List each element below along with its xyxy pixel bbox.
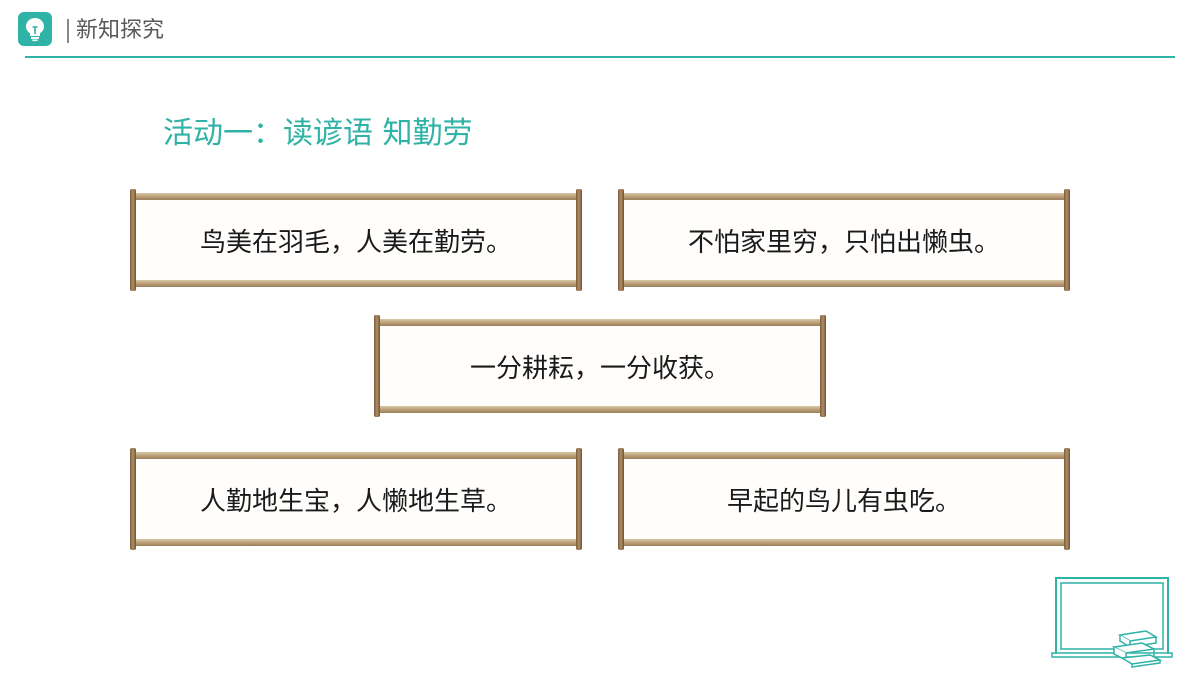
scroll-rod-icon xyxy=(576,189,582,291)
proverb-text: 鸟美在羽毛，人美在勤劳。 xyxy=(199,227,512,258)
proverb-text: 人勤地生宝，人懒地生草。 xyxy=(199,486,512,517)
proverb-scroll-5: 早起的鸟儿有虫吃。 xyxy=(618,448,1070,550)
proverb-text: 一分耕耘，一分收获。 xyxy=(469,353,730,384)
header-divider xyxy=(67,19,69,43)
scroll-rod-icon xyxy=(130,448,136,550)
proverb-scroll-4: 人勤地生宝，人懒地生草。 xyxy=(130,448,582,550)
scroll-rod-icon xyxy=(618,448,624,550)
lightbulb-icon xyxy=(18,12,52,46)
scroll-rod-icon xyxy=(130,189,136,291)
scroll-rod-icon xyxy=(820,315,826,417)
blackboard-with-books-icon xyxy=(1050,575,1174,669)
proverb-scroll-3: 一分耕耘，一分收获。 xyxy=(374,315,826,417)
scroll-rod-icon xyxy=(374,315,380,417)
scroll-rod-icon xyxy=(1064,448,1070,550)
proverb-scroll-2: 不怕家里穷，只怕出懒虫。 xyxy=(618,189,1070,291)
proverb-text: 早起的鸟儿有虫吃。 xyxy=(726,486,961,517)
proverb-scroll-1: 鸟美在羽毛，人美在勤劳。 xyxy=(130,189,582,291)
header-rule xyxy=(25,56,1175,58)
scroll-rod-icon xyxy=(618,189,624,291)
activity-title: 活动一：读谚语 知勤劳 xyxy=(163,116,473,151)
scroll-rod-icon xyxy=(576,448,582,550)
header-title: 新知探究 xyxy=(76,18,165,43)
scroll-rod-icon xyxy=(1064,189,1070,291)
proverb-text: 不怕家里穷，只怕出懒虫。 xyxy=(687,227,1000,258)
